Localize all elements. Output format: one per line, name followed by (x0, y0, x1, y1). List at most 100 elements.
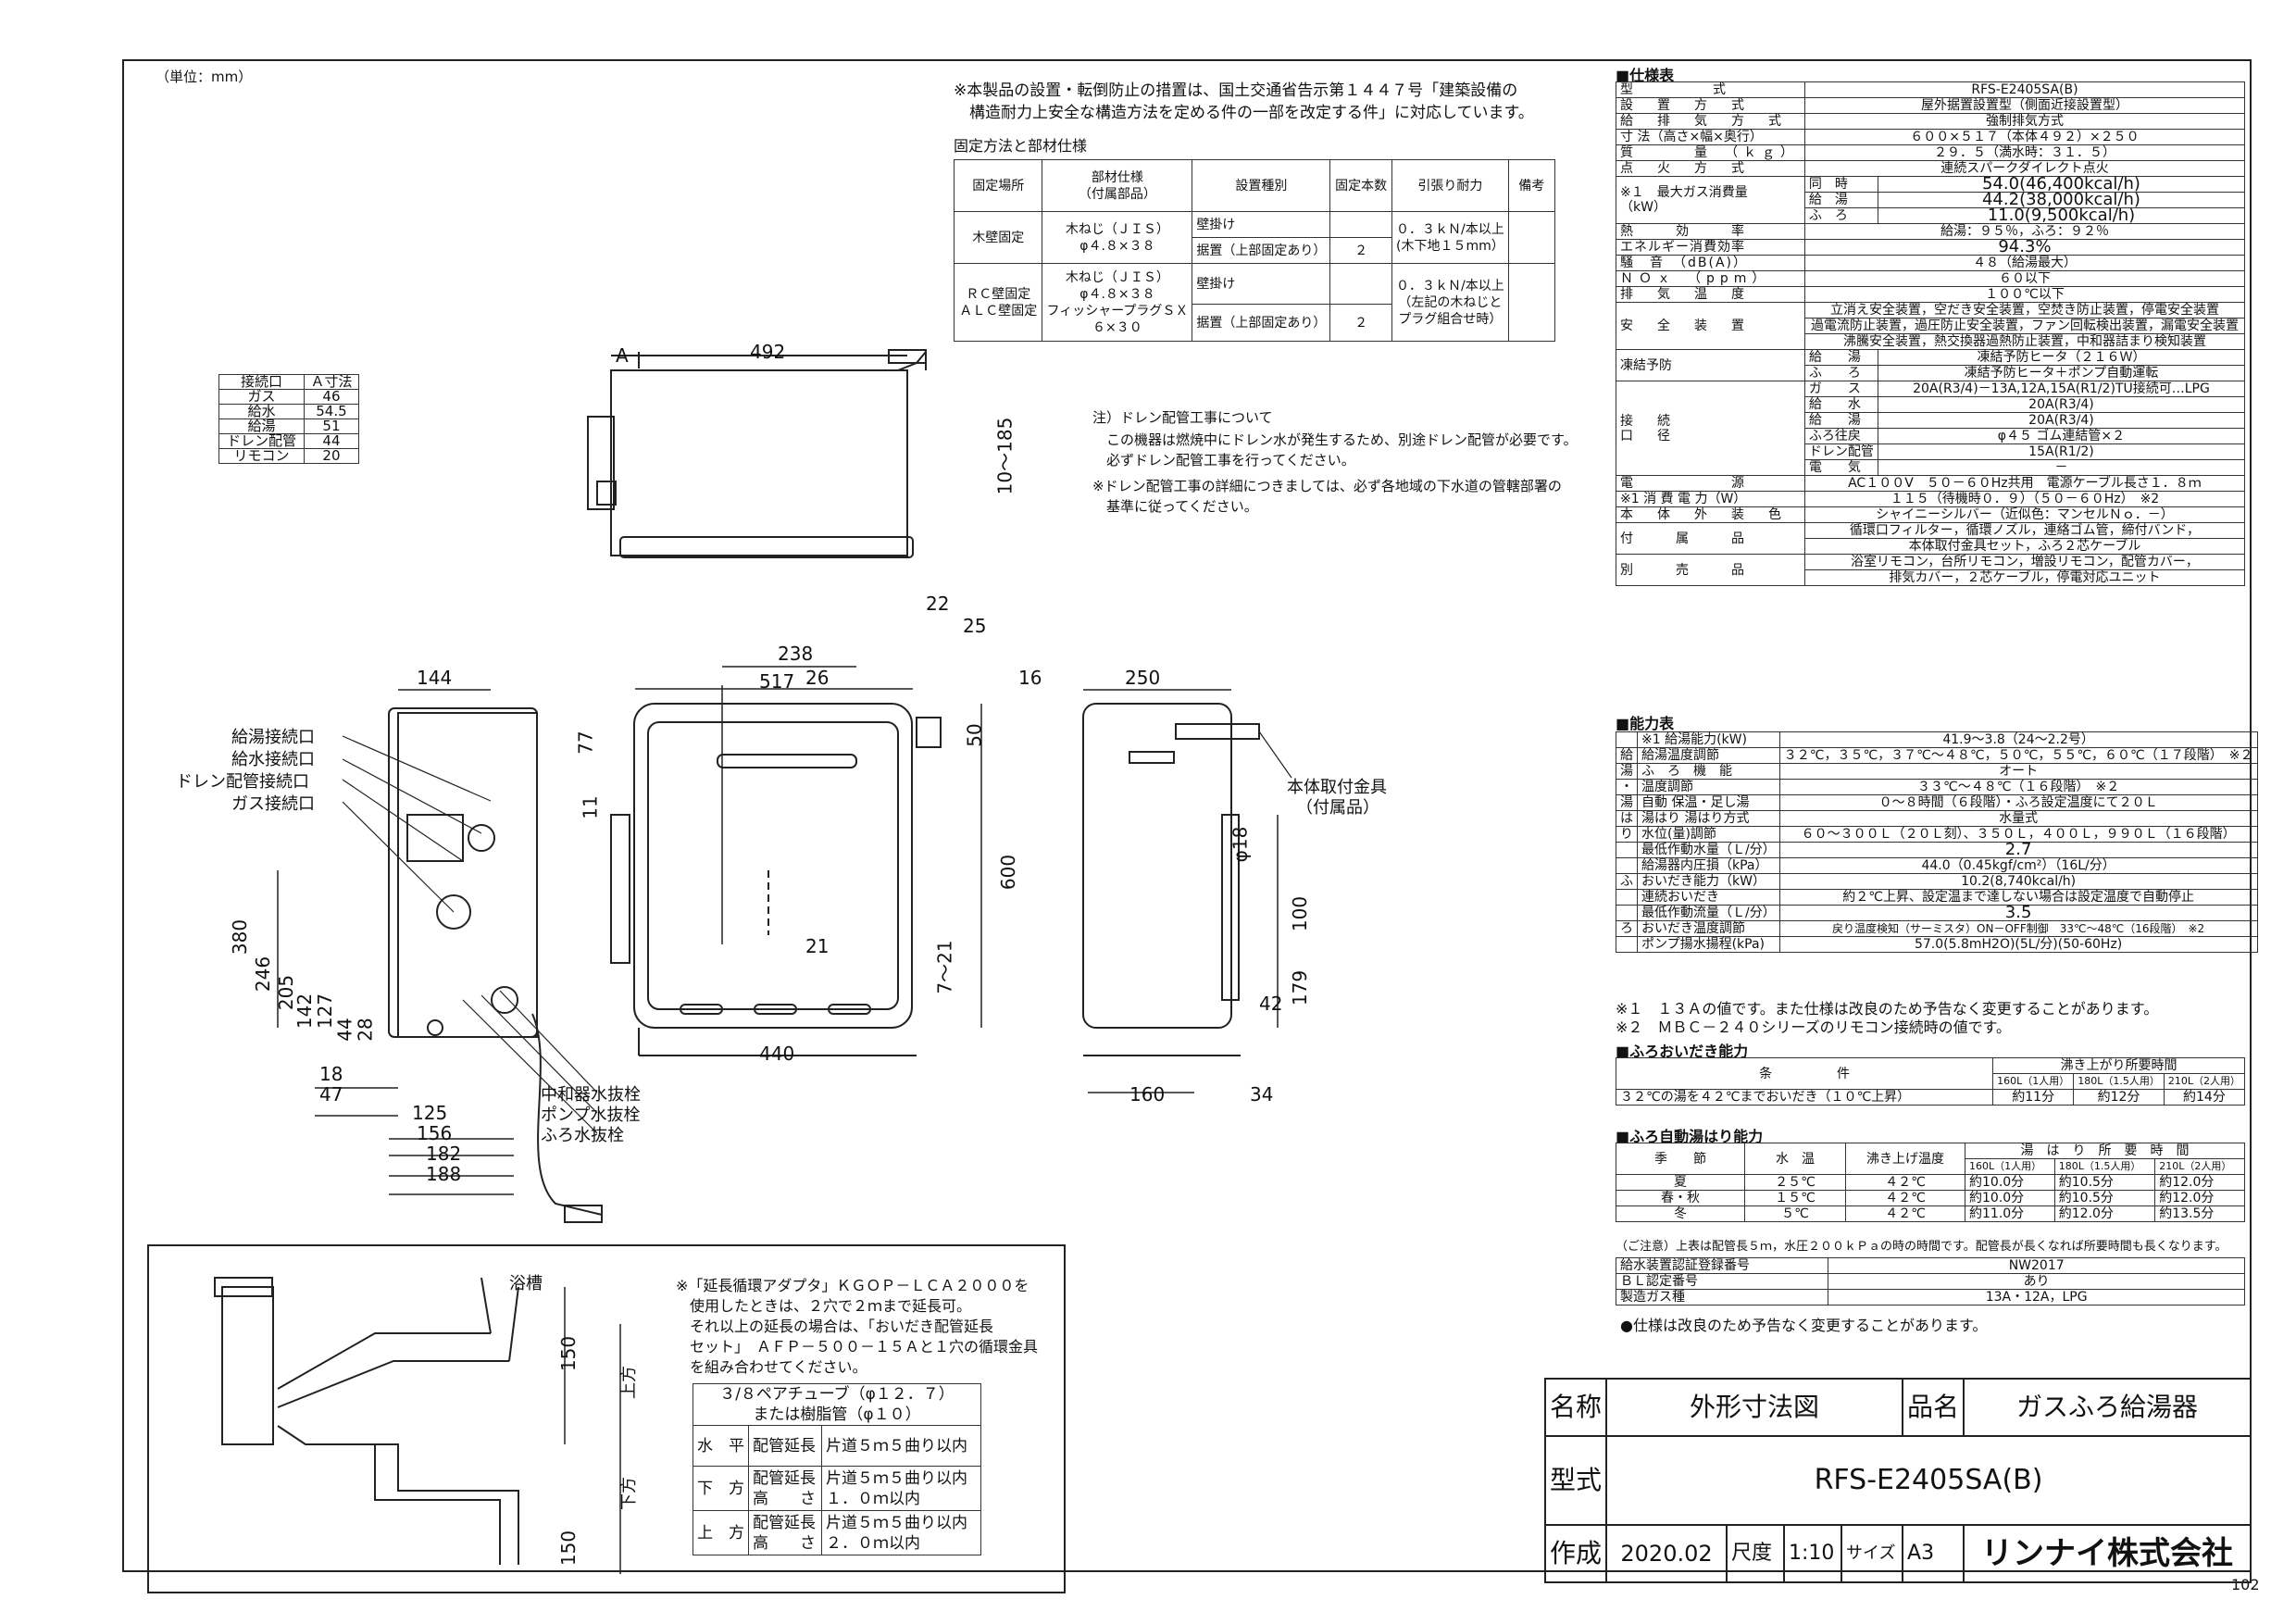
autofill-cell: ４２℃ (1845, 1206, 1965, 1222)
cert-value: 13A・12A，LPG (1828, 1289, 2245, 1305)
autofill-col: 180L（1.5人用） (2053, 1158, 2156, 1175)
bath-diagram-frame (147, 1244, 1066, 1593)
oidaki-cond-header: 条 件 (1615, 1057, 1994, 1090)
title-made-label: 作成 (1543, 1524, 1608, 1583)
oidaki-value: 約14分 (2163, 1089, 2246, 1106)
spec-value: 44.2(38,000kcal/h) (1877, 192, 2246, 208)
callout-mount-bracket-note: （付属品） (1296, 798, 1379, 818)
dim-left-380: 380 (229, 918, 252, 956)
cap-group (1616, 889, 1638, 906)
dim-side-179: 179 (1289, 969, 1312, 1006)
spec-conn-label: 接 続 口 径 (1616, 381, 1805, 476)
cap-label: おいだき能力（kW） (1637, 873, 1780, 890)
drain-note-5: 基準に従ってください。 (1092, 498, 1258, 515)
spec-sub: 同 時 (1803, 176, 1878, 193)
adapter-note-1: ※「延長循環アダプタ」ＫＧＯＰ－ＬＣＡ２０００を (676, 1277, 1029, 1294)
callout-gas-inlet: ガス接続口 (231, 794, 315, 814)
dim-a: A (616, 344, 629, 367)
title-name-label: 名称 (1543, 1378, 1608, 1437)
conn-name: ドレン配管 (218, 433, 305, 449)
spec-label: 本 体 外 装 色 (1616, 506, 1805, 523)
dim-left-144: 144 (417, 667, 453, 689)
pipe-dir: 下 方 (693, 1466, 749, 1511)
cap-value: 44.0（0.45kgf/cm²）（16L/分） (1778, 857, 2258, 874)
cap-group (1616, 731, 1638, 748)
spec-safety: 立消え安全装置，空だき安全装置，空焚き防止装置，停電安全装置 (1803, 302, 2246, 319)
dim-side-34: 34 (1250, 1083, 1274, 1106)
spec-acc: 本体取付金具セット，ふろ２芯ケーブル (1803, 538, 2246, 555)
autofill-cell: 約13.5分 (2154, 1206, 2245, 1222)
cap-group (1616, 936, 1638, 953)
spec-label: ＮＯｘ （ppm） (1616, 270, 1805, 287)
title-model-label: 型式 (1543, 1435, 1608, 1526)
autofill-cell: ２５℃ (1744, 1174, 1846, 1191)
spec-label: エネルギー消費効率 (1616, 239, 1805, 256)
spec-value: 94.3% (1803, 239, 2246, 256)
cap-group: 給 (1616, 747, 1638, 764)
pipe-dir: 水 平 (693, 1425, 749, 1467)
callout-hot-water-outlet: 給湯接続口 (231, 728, 315, 747)
drain-note-3: 必ずドレン配管工事を行ってください。 (1092, 452, 1355, 468)
spec-label: 電 源 (1616, 475, 1805, 492)
dim-top-width: 492 (750, 341, 786, 363)
dim-side-160: 160 (1129, 1083, 1166, 1106)
title-product-label: 品名 (1902, 1378, 1965, 1437)
spec-sub: ふ ろ (1803, 207, 1878, 224)
front-view-body (633, 703, 913, 1029)
unit-note: （単位：mm） (156, 69, 253, 85)
conn-value: 20 (303, 448, 360, 464)
cap-value: 約２℃上昇、設定温まで達しない場合は設定温度で自動停止 (1778, 889, 2258, 906)
cap-group (1616, 905, 1638, 921)
spec-label: 給 排 気 方 式 (1616, 113, 1805, 130)
oidaki-table: 条 件沸き上がり所要時間 160L（1人用）180L（1.5人用）210L（2人… (1615, 1057, 2246, 1106)
dim-top-height: 10～185 (993, 417, 1017, 495)
spec-label: 寸 法（高さ×幅×奥行） (1616, 129, 1805, 145)
spec-value: シャイニーシルバー（近似色：マンセルＮｏ．－） (1803, 506, 2246, 523)
fix-count: ２ (1329, 304, 1392, 342)
spec-sub: 給 湯 (1803, 349, 1878, 366)
fix-count: ２ (1329, 237, 1392, 264)
cap-group (1616, 842, 1638, 858)
spec-label: 設 置 方 式 (1616, 97, 1805, 114)
title-model: RFS-E2405SA(B) (1605, 1435, 2252, 1526)
spec-value: RFS-E2405SA(B) (1803, 81, 2246, 98)
cap-value: 水量式 (1778, 810, 2258, 827)
fix-header: 備考 (1507, 159, 1556, 212)
conn-value: 44 (303, 433, 360, 449)
cap-value: オート (1778, 763, 2258, 780)
dim-21: 21 (805, 935, 830, 957)
fix-header: 引張り耐力 (1391, 159, 1509, 212)
cap-value: 41.9～3.8（24～2.2号） (1778, 731, 2258, 748)
autofill-cell: 約12.0分 (2053, 1206, 2156, 1222)
cap-value: ３２℃，３５℃，３７℃～４８℃，５０℃，５５℃，６０℃（１７段階） ※２ (1778, 747, 2258, 764)
spec-value: １００℃以下 (1803, 286, 2246, 303)
title-made: 2020.02 (1605, 1524, 1728, 1583)
autofill-cell: ５℃ (1744, 1206, 1846, 1222)
dim-left-246: 246 (252, 956, 275, 993)
install-note-line1: ※本製品の設置・転倒防止の措置は、国土交通省告示第１４４７号「建築設備の (954, 81, 1518, 100)
cap-label: 最低作動流量（Ｌ/分） (1637, 905, 1780, 921)
autofill-col: 210L（2人用） (2154, 1158, 2245, 1175)
spec-label: 点 火 方 式 (1616, 160, 1805, 177)
autofill-col: 160L（1人用） (1965, 1158, 2055, 1175)
capacity-note-2: ※２ ＭＢＣ－２４０シリーズのリモコン接続時の値です。 (1616, 1018, 2012, 1036)
autofill-cell: １５℃ (1744, 1190, 1846, 1206)
conn-name: 給湯 (218, 418, 305, 434)
dim-left-156: 156 (417, 1122, 453, 1144)
callout-mount-bracket: 本体取付金具 (1287, 778, 1387, 797)
dim-26: 26 (805, 667, 830, 689)
spec-sub: ガ ス (1803, 381, 1878, 397)
spec-sub: 給 湯 (1803, 192, 1878, 208)
fix-header: 設置種別 (1192, 159, 1331, 212)
spec-value: φ４５ ゴム連結管×２ (1877, 428, 2246, 444)
spec-safety: 過電流防止装置，過圧防止安全装置，ファン回転検出装置，漏電安全装置 (1803, 318, 2246, 334)
callout-water-inlet: 給水接続口 (231, 750, 315, 769)
dim-side-16: 16 (1018, 667, 1042, 689)
cap-label: 最低作動水量（Ｌ/分） (1637, 842, 1780, 858)
oidaki-value: 約12分 (2073, 1089, 2165, 1106)
cap-label: ポンプ揚水揚程(kPa) (1637, 936, 1780, 953)
autofill-cell: 約11.0分 (1965, 1206, 2055, 1222)
